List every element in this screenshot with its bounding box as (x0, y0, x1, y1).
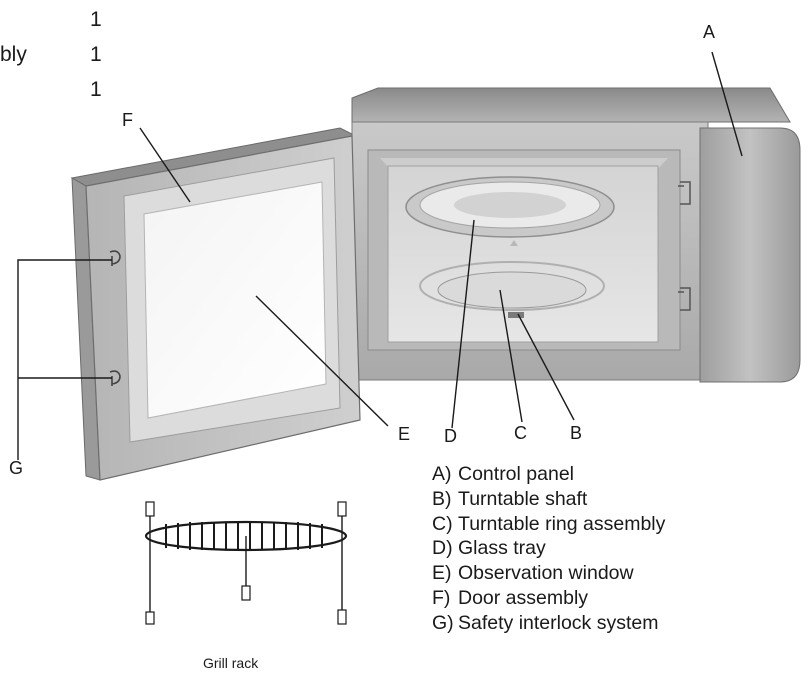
legend-item: E) Observation window (432, 561, 802, 586)
parts-list-qty: 1 (90, 8, 102, 31)
leader-line-F (139, 127, 191, 203)
legend-text: Turntable shaft (458, 487, 588, 510)
leader-line-D (451, 219, 475, 429)
callout-label-G: G (9, 458, 24, 478)
door (70, 127, 361, 481)
grill-rack-caption: Grill rack (203, 655, 259, 671)
leader-line-E (255, 295, 389, 427)
legend-item: F) Door assembly (432, 586, 802, 611)
legend-key: E) (432, 562, 452, 585)
legend-text: Observation window (458, 562, 634, 585)
legend-key: A) (432, 463, 452, 485)
leader-line-C (499, 289, 523, 423)
legend-text: Glass tray (458, 537, 546, 560)
oven-cavity (367, 149, 691, 351)
legend-item: G)Safety interlock system (432, 611, 802, 636)
leader-line-B (517, 313, 575, 421)
legend-text: Control panel (458, 463, 574, 485)
callout-label-D: D (444, 426, 457, 446)
callout-label-E: E (398, 424, 411, 444)
legend-text: Door assembly (458, 586, 589, 609)
parts-list-partial-label: bly (0, 43, 27, 66)
legend-key: G) (432, 611, 454, 634)
callout-label-F: F (122, 110, 133, 130)
callout-label-C: C (514, 423, 527, 443)
callout-leaders (17, 51, 743, 460)
leader-line-G-top (17, 259, 112, 460)
legend-item: D)Glass tray (432, 536, 802, 561)
legend-key: C) (432, 512, 453, 535)
legend-key: B) (432, 487, 452, 510)
legend-key: D) (432, 537, 453, 560)
parts-legend: A) Control panel B) Turntable shaft C)Turn… (432, 462, 802, 636)
callout-label-B: B (570, 423, 583, 443)
legend-text: Safety interlock system (458, 611, 659, 634)
legend-key: F) (432, 586, 451, 609)
parts-list-qty: 1 (90, 78, 102, 101)
parts-list-qty: 1 (90, 43, 102, 66)
legend-item: A) Control panel (432, 462, 802, 487)
callout-label-A: A (703, 22, 716, 42)
legend-text: Turntable ring assembly (458, 512, 666, 535)
grill-rack (144, 501, 348, 625)
legend-item: C)Turntable ring assembly (432, 512, 802, 537)
leader-line-A (711, 51, 743, 157)
legend-item: B) Turntable shaft (432, 487, 802, 512)
